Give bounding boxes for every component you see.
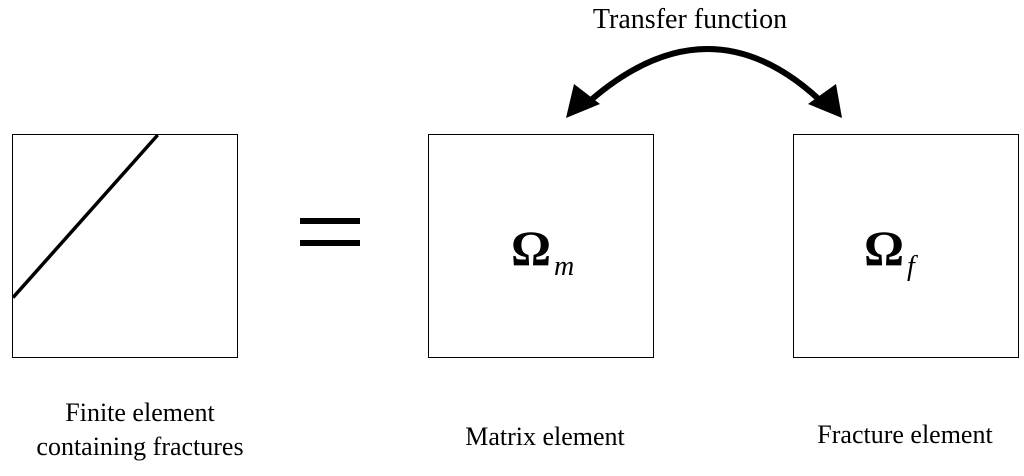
matrix-element-caption: Matrix element: [465, 422, 625, 451]
equals-bar-top: [300, 218, 360, 224]
equals-sign: [300, 218, 360, 252]
fracture-subscript: f: [907, 251, 915, 282]
fracture-line: [13, 135, 160, 299]
matrix-omega: Ω: [511, 220, 552, 276]
finite-element-box: [12, 134, 238, 358]
left-arrowhead: [566, 84, 600, 118]
fracture-omega: Ω: [864, 220, 905, 276]
finite-element-caption-line2: containing fractures: [36, 432, 244, 461]
fracture-element-caption: Fracture element: [817, 420, 993, 449]
finite-element-caption: Finite element containing fractures: [0, 396, 280, 464]
equals-bar-bottom: [300, 240, 360, 246]
matrix-subscript: m: [554, 251, 575, 282]
finite-element-caption-line1: Finite element: [65, 398, 215, 427]
transfer-function-label: Transfer function: [592, 4, 788, 35]
transfer-arrow-curve: [579, 46, 831, 111]
right-arrowhead: [808, 84, 842, 118]
